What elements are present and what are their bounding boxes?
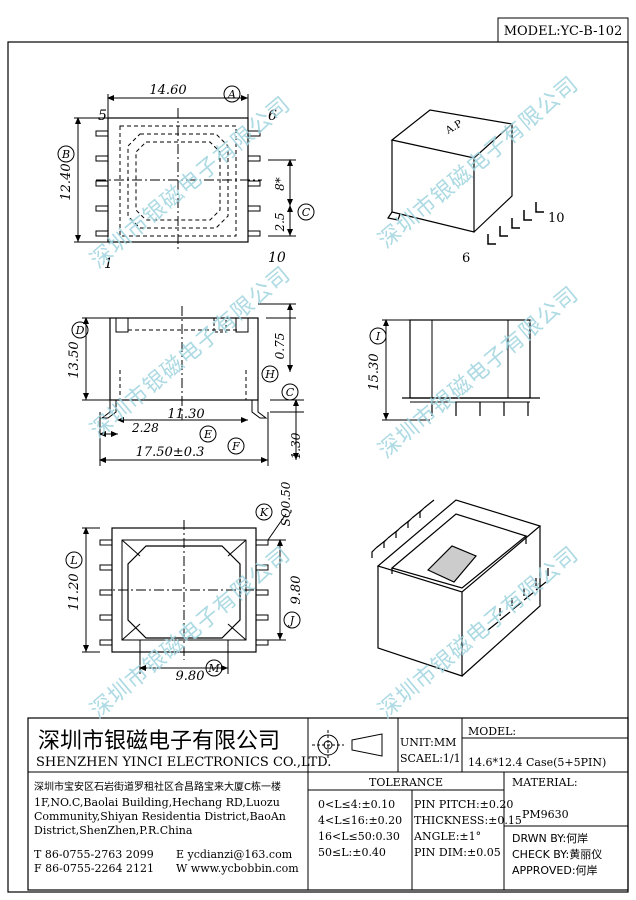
bottom-height-dim: 11.20 [67, 573, 82, 610]
pin-tolerance-row: PIN PITCH:±0.20 [414, 798, 514, 811]
bottom-view [82, 513, 287, 674]
drawn-by: DRWN BY:何岸 [512, 832, 589, 845]
pin-tolerance-row: THICKNESS:±0.15 [414, 814, 522, 827]
title-block [27, 717, 629, 891]
scale-label: SCAEL:1/1 [400, 752, 461, 765]
top-pitch2-dim: 2.5 [273, 212, 287, 232]
ref-i: I [375, 330, 381, 343]
ref-j: J [288, 614, 295, 627]
model-header-box [497, 17, 629, 43]
tolerance-row: 4<L≤16:±0.20 [318, 814, 403, 827]
model-label: MODEL: [468, 725, 516, 738]
pin-tolerance-row: PIN DIM:±0.05 [414, 846, 501, 859]
ref-a: A [227, 88, 236, 101]
unit-label: UNIT:MM [400, 736, 456, 749]
contact-tel: T 86-0755-2763 2099 [34, 848, 154, 861]
pin-6-label: 6 [268, 108, 277, 124]
pin-10-label: 10 [268, 250, 286, 266]
top-pitch-dim: 8* [273, 177, 287, 191]
front-total-dim: 17.50±0.3 [136, 445, 205, 460]
side-view [382, 319, 540, 421]
front-view [82, 303, 304, 466]
top-height-dim: 12.40 [59, 163, 74, 200]
contact-web: W www.ycbobbin.com [176, 862, 299, 875]
ref-l: L [69, 554, 77, 567]
ref-h: H [264, 368, 275, 381]
tolerance-row: 0<L≤4:±0.10 [318, 798, 396, 811]
bottom-sq-dim: SQ0.50 [279, 481, 293, 526]
iso-pin-10: 10 [548, 211, 565, 226]
tolerance-row: 16<L≤50:0.30 [318, 830, 400, 843]
address-en-1: 1F,NO.C,Baolai Building,Hechang RD,Luozu [34, 796, 280, 809]
ref-b: B [61, 148, 70, 161]
outer-frame [7, 41, 629, 893]
front-inner-dim: 11.30 [167, 407, 204, 422]
approved-by: APPROVED:何岸 [512, 864, 598, 877]
checked-by: CHECK BY:黄丽仪 [512, 848, 603, 861]
bottom-width-dim: 9.80 [176, 669, 205, 684]
pin-1-label: 1 [104, 256, 113, 272]
iso-pin-6: 6 [462, 251, 470, 266]
company-name-cn: 深圳市银磁电子有限公司 [38, 729, 280, 754]
ref-c: C [302, 206, 311, 219]
contact-email: E ycdianzi@163.com [176, 848, 293, 861]
tolerance-title: TOLERANCE [369, 776, 443, 789]
ref-e: E [203, 428, 212, 441]
address-cn: 深圳市宝安区石岩街道罗租社区合昌路宝来大厦C栋一楼 [34, 782, 281, 793]
tolerance-row: 50≤L:±0.40 [318, 846, 386, 859]
front-075-dim: 0.75 [273, 333, 287, 360]
side-height-dim: 15.30 [367, 353, 382, 390]
ref-f: F [231, 440, 240, 453]
reference-letters [57, 85, 387, 677]
model-value: 14.6*12.4 Case(5+5PIN) [468, 756, 606, 769]
address-en-2: Community,Shiyan Residentia District,Bao… [34, 810, 286, 823]
iso-top-view [387, 109, 544, 245]
ref-m: M [207, 662, 220, 675]
pin-5-label: 5 [98, 108, 107, 124]
ref-k: K [259, 506, 269, 519]
model-header: MODEL:YC-B-102 [504, 24, 623, 39]
top-view [74, 94, 296, 252]
bottom-inner-dim: 9.80 [289, 576, 304, 605]
top-width-dim: 14.60 [149, 83, 186, 98]
material-value: PM9630 [522, 808, 569, 821]
pin-tolerance-row: ANGLE:±1° [414, 830, 482, 843]
address-en-3: District,ShenZhen,P.R.China [34, 824, 193, 837]
front-228-dim: 2.28 [131, 421, 159, 435]
ref-c2: C [286, 386, 295, 399]
iso-bottom-view [371, 499, 549, 677]
contact-fax: F 86-0755-2264 2121 [34, 862, 155, 875]
iso-mark: A.P [443, 118, 464, 137]
material-label: MATERIAL: [512, 776, 578, 789]
front-height-dim: 13.50 [67, 341, 82, 378]
company-name-en: SHENZHEN YINCI ELECTRONICS CO.,LTD. [36, 755, 331, 770]
ref-d: D [75, 324, 85, 337]
front-130-dim: 1.30 [289, 432, 303, 459]
